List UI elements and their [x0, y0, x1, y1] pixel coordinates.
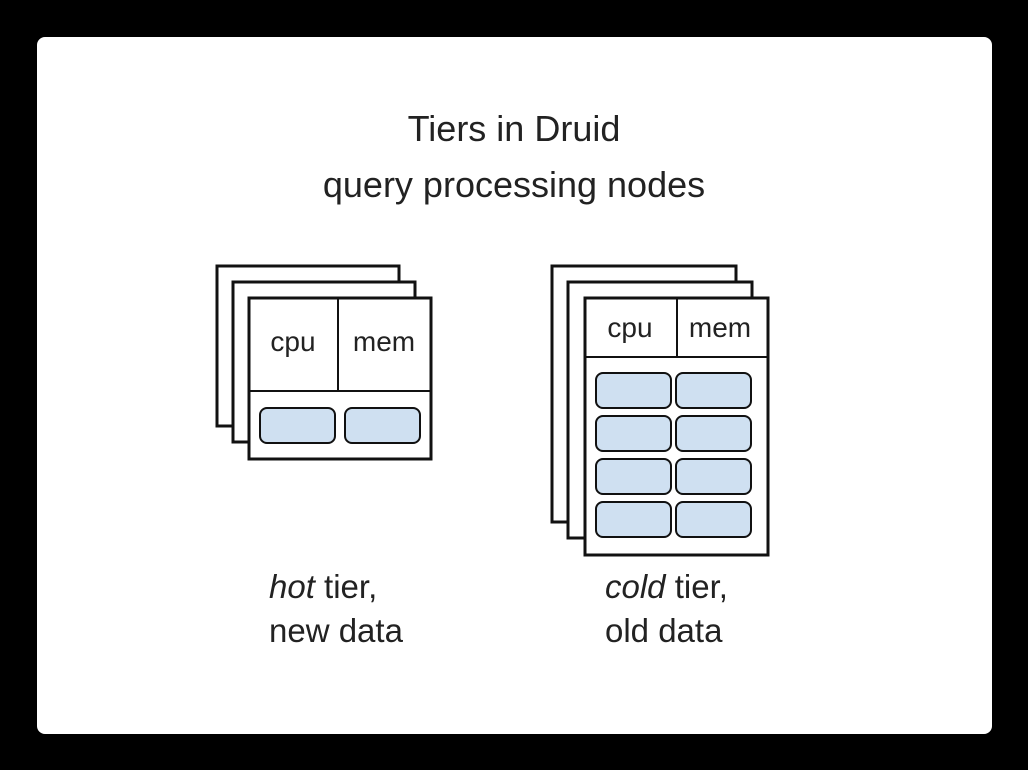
cold-tier-caption-rest: tier,	[665, 568, 728, 605]
cold-tier-segment	[675, 458, 752, 495]
cold-tier-caption: cold tier, old data	[605, 565, 728, 653]
cold-tier-caption-line-1: cold tier,	[605, 565, 728, 609]
cold-tier-segment	[595, 372, 672, 409]
diagram-title-line-2: query processing nodes	[322, 164, 706, 205]
cold-tier-segment	[595, 501, 672, 538]
hot-tier-caption-line-2: new data	[269, 612, 403, 649]
hot-tier-caption-rest: tier,	[314, 568, 378, 605]
hot-tier-caption: hot tier, new data	[269, 565, 403, 653]
cold-tier-cpu-label: cpu	[607, 312, 652, 343]
cold-tier-segment	[595, 458, 672, 495]
cold-tier-segment	[595, 415, 672, 452]
cold-tier-caption-line-2: old data	[605, 612, 723, 649]
hot-tier-caption-line-1: hot tier,	[269, 565, 403, 609]
hot-tier-cpu-label: cpu	[270, 326, 315, 357]
cold-tier-node-stack: cpu mem	[550, 264, 770, 557]
hot-tier-segment	[259, 407, 336, 444]
diagram-title-line-1: Tiers in Druid	[407, 108, 621, 149]
hot-tier-caption-emphasis: hot	[269, 568, 315, 605]
hot-tier-node-stack: cpu mem	[215, 264, 433, 461]
cold-tier-segment	[675, 415, 752, 452]
cold-tier-segment	[675, 372, 752, 409]
cold-tier-mem-label: mem	[689, 312, 751, 343]
cold-tier-caption-emphasis: cold	[605, 568, 666, 605]
slide	[37, 37, 992, 734]
hot-tier-segment	[344, 407, 421, 444]
cold-tier-segment	[675, 501, 752, 538]
hot-tier-mem-label: mem	[353, 326, 415, 357]
